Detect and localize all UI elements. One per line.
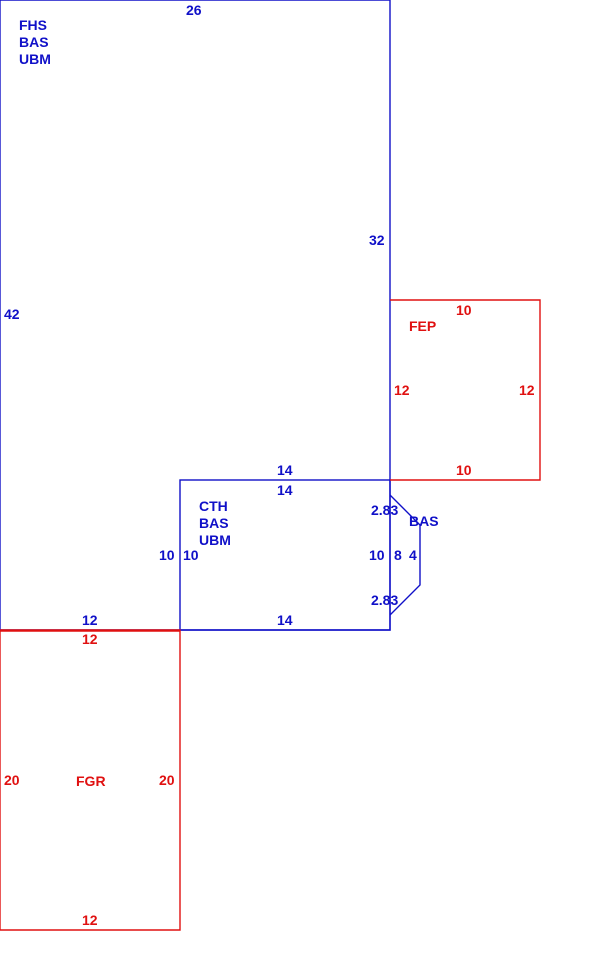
main-house-code-1: FHS xyxy=(19,17,47,33)
porch-bottom-dim: 10 xyxy=(456,462,472,478)
main-house-right-dim: 32 xyxy=(369,232,385,248)
wing-bottom-dim: 14 xyxy=(277,612,293,628)
wing-code-1: CTH xyxy=(199,498,228,514)
porch-code: FEP xyxy=(409,318,436,334)
main-house-code-2: BAS xyxy=(19,34,49,50)
garage-right-dim: 20 xyxy=(159,772,175,788)
garage-outline xyxy=(0,629,181,931)
main-house-outline xyxy=(0,0,391,631)
bay-code: BAS xyxy=(409,513,439,529)
bay-outline xyxy=(389,494,421,616)
porch-left-dim: 12 xyxy=(394,382,410,398)
porch-right-dim: 12 xyxy=(519,382,535,398)
wing-left-inner-dim: 10 xyxy=(183,547,199,563)
wing-top-inner-dim: 14 xyxy=(277,482,293,498)
bay-front-dim: 4 xyxy=(409,547,417,563)
main-house-left-dim: 42 xyxy=(4,306,20,322)
wing-outline xyxy=(179,479,391,631)
wing-code-3: UBM xyxy=(199,532,231,548)
main-house-bottom-dim: 12 xyxy=(82,612,98,628)
porch-top-dim: 10 xyxy=(456,302,472,318)
garage-code: FGR xyxy=(76,773,106,789)
wing-right-dim: 10 xyxy=(369,547,385,563)
main-house-code-3: UBM xyxy=(19,51,51,67)
bay-base-dim: 8 xyxy=(394,547,402,563)
bay-diag-bottom-dim: 2.83 xyxy=(371,592,398,608)
wing-left-outer-dim: 10 xyxy=(159,547,175,563)
main-house-top-dim: 26 xyxy=(186,2,202,18)
garage-top-dim: 12 xyxy=(82,631,98,647)
porch-outline xyxy=(390,299,541,481)
wing-code-2: BAS xyxy=(199,515,229,531)
bay-diag-top-dim: 2.83 xyxy=(371,502,398,518)
garage-bottom-dim: 12 xyxy=(82,912,98,928)
wing-top-outer-dim: 14 xyxy=(277,462,293,478)
garage-left-dim: 20 xyxy=(4,772,20,788)
